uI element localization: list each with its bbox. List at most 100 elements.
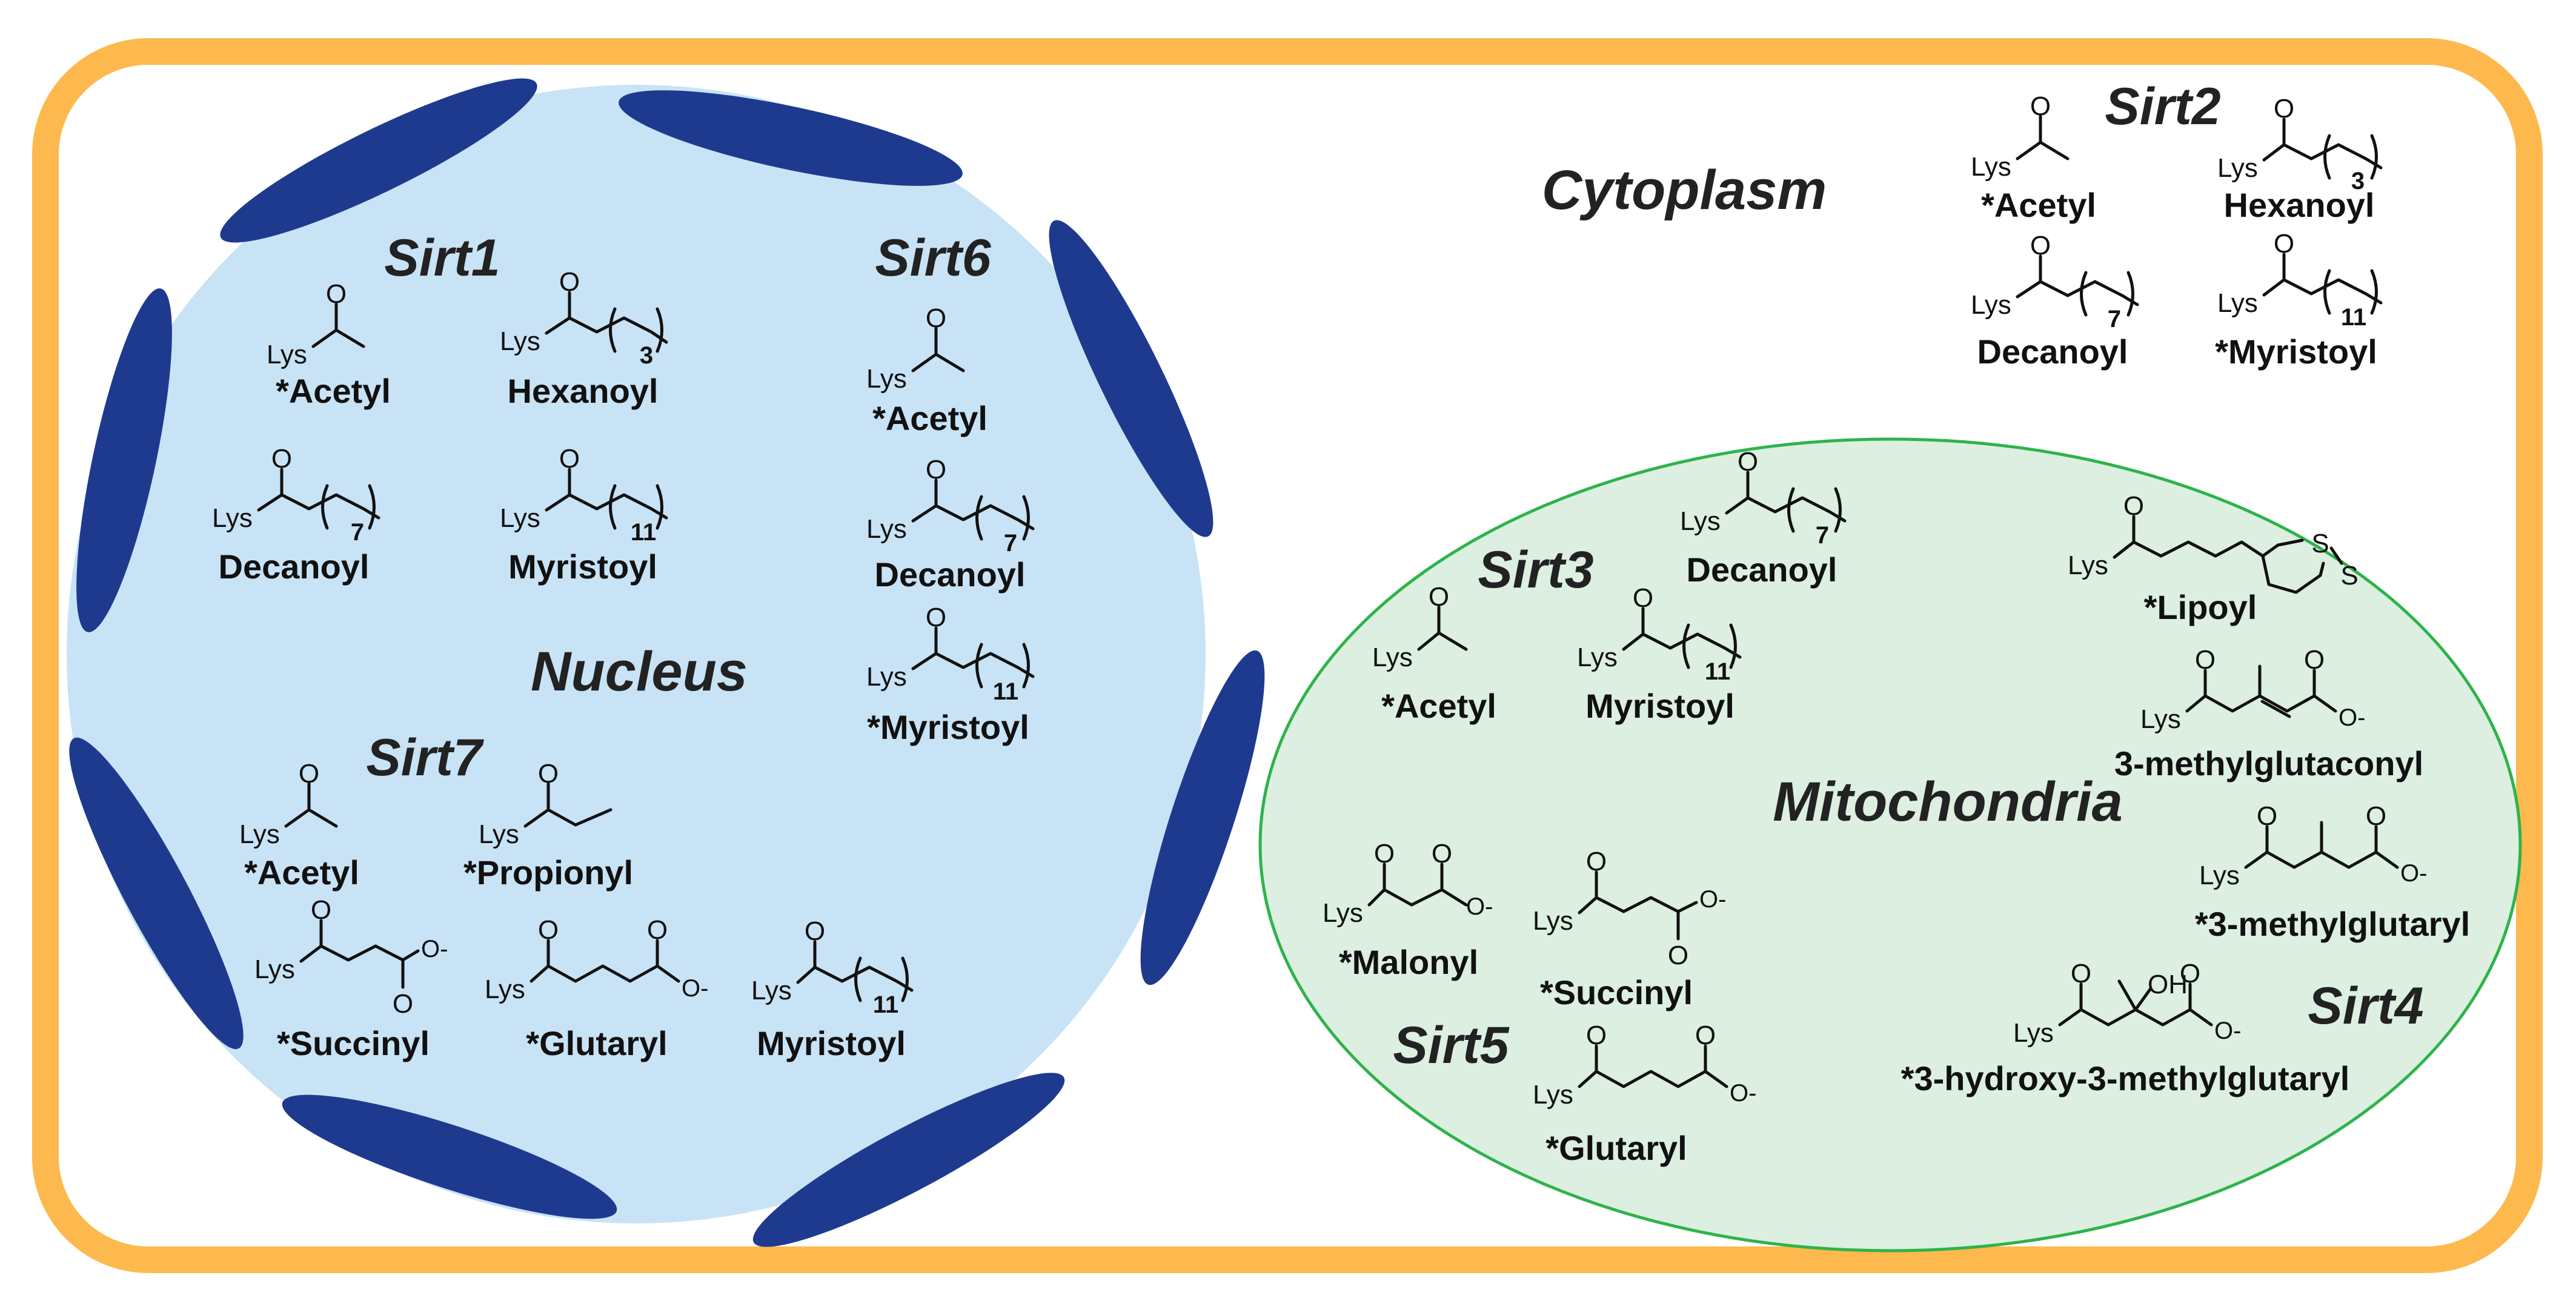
oxygen-label: O <box>2180 959 2200 988</box>
modification-label: *Acetyl <box>276 372 391 410</box>
oxygen-label: O <box>647 915 668 945</box>
oxygen-label: O <box>1432 839 1452 869</box>
lys-label: Lys <box>485 975 525 1004</box>
oxygen-label: O <box>1668 941 1688 970</box>
modification-acetyl: Lys O *Acetyl <box>1971 91 2096 224</box>
repeat-count: 11 <box>873 991 898 1018</box>
oxygen-label: O <box>2071 959 2091 988</box>
oxygen-label: O <box>299 759 319 789</box>
oxygen-label: O <box>926 603 946 632</box>
modification-label: *Malonyl <box>1339 943 1478 981</box>
lys-label: Lys <box>1533 906 1573 936</box>
oxygen-label: O <box>1633 583 1653 613</box>
modification-label: 3-methylglutaconyl <box>2114 744 2423 783</box>
oxygen-label: O <box>1429 582 1449 612</box>
modification-label: *3-hydroxy-3-methylglutaryl <box>1901 1059 2350 1097</box>
lys-label: Lys <box>1680 506 1721 536</box>
modification-myristoyl: Lys O 11 *Myristoyl <box>866 603 1035 746</box>
modification-myristoyl: Lys O 11 Myristoyl <box>751 916 914 1062</box>
modification-label: Myristoyl <box>508 548 657 586</box>
repeat-count: 3 <box>2351 168 2365 194</box>
nucleus-title: Nucleus <box>531 641 748 703</box>
repeat-count: 11 <box>631 519 656 546</box>
modification-glutaryl: Lys O O O- *Glutaryl <box>485 915 708 1062</box>
repeat-count: 11 <box>1705 658 1730 685</box>
modification-hydroxymethylglutaryl: Lys O OH O O- *3-hydroxy-3-methylglutary… <box>1901 959 2350 1097</box>
nucleus-body <box>67 85 1206 1223</box>
nuclear-envelope-segment <box>619 90 963 186</box>
lys-label: Lys <box>1971 290 2011 320</box>
oxygen-label: O <box>538 915 559 945</box>
repeat-count: 7 <box>351 519 364 546</box>
modification-label: *Myristoyl <box>867 708 1029 746</box>
oxygen-label: O <box>805 916 825 946</box>
lys-label: Lys <box>2140 704 2181 734</box>
lys-label: Lys <box>239 819 280 849</box>
modification-myristoyl: Lys O 11 *Myristoyl <box>2215 229 2383 371</box>
modification-label: *Lipoyl <box>2144 588 2257 626</box>
modification-label: *Acetyl <box>1981 186 2096 224</box>
modification-propionyl: Lys O *Propionyl <box>463 759 633 892</box>
repeat-count: 11 <box>993 678 1018 705</box>
modification-label: *Acetyl <box>872 399 988 437</box>
sirt3-title: Sirt3 <box>1478 541 1593 599</box>
cytoplasm-title: Cytoplasm <box>1542 159 1827 221</box>
oxygen-label: O <box>2030 231 2051 260</box>
sulfur-label: S <box>2340 561 2358 591</box>
carboxylate-label: O- <box>1730 1080 1756 1107</box>
modification-label: Decanoyl <box>1977 333 2128 371</box>
oxygen-label: O <box>559 267 580 297</box>
lys-label: Lys <box>479 819 519 849</box>
modification-acetyl: Lys O *Acetyl <box>239 759 359 892</box>
oxygen-label: O <box>1586 847 1607 876</box>
modification-acetyl: Lys O *Acetyl <box>1372 582 1496 725</box>
repeat-count: 11 <box>2341 304 2366 331</box>
sirt4-title: Sirt4 <box>2308 977 2423 1035</box>
modification-label: *Propionyl <box>463 853 633 892</box>
mitochondrion-body <box>1258 437 2522 1253</box>
lys-label: Lys <box>1323 898 1363 928</box>
nuclear-envelope-segment <box>69 737 244 1050</box>
oxygen-label: O <box>1738 447 1758 477</box>
modification-label: *3-methylglutaryl <box>2195 905 2470 943</box>
carboxylate-label: O- <box>1699 886 1726 913</box>
modification-succinyl: Lys O O O- *Succinyl <box>254 895 448 1062</box>
oxygen-label: O <box>1695 1021 1716 1050</box>
modification-label: *Succinyl <box>1540 973 1693 1011</box>
modification-decanoyl: Lys O 7 Decanoyl <box>1680 447 1847 589</box>
modification-methylglutaconyl: Lys O O O- 3-methylglutaconyl <box>2114 645 2423 783</box>
modification-acetyl: Lys O *Acetyl <box>267 279 391 410</box>
repeat-count: 3 <box>640 342 653 369</box>
repeat-count: 7 <box>2108 306 2121 333</box>
oxygen-label: O <box>2366 801 2386 831</box>
lys-label: Lys <box>500 503 540 533</box>
oxygen-label: O <box>1374 839 1395 869</box>
modification-glutaryl: Lys O O O- *Glutaryl <box>1533 1021 1756 1167</box>
sulfur-label: S <box>2311 529 2329 558</box>
carboxylate-label: O- <box>2214 1018 2241 1044</box>
nuclear-envelope-segment <box>76 288 172 632</box>
modification-label: *Glutaryl <box>526 1024 667 1062</box>
lys-label: Lys <box>751 976 792 1005</box>
lys-label: Lys <box>267 340 307 369</box>
lys-label: Lys <box>866 662 907 692</box>
oxygen-label: O <box>2123 491 2144 521</box>
nuclear-envelope-segment <box>1049 220 1213 537</box>
sirt6-title: Sirt6 <box>875 229 991 287</box>
modification-label: Decanoyl <box>875 555 1026 594</box>
modification-label: Hexanoyl <box>508 372 659 410</box>
lys-label: Lys <box>1372 643 1413 672</box>
oxygen-label: O <box>2274 229 2294 259</box>
modification-label: *Succinyl <box>277 1024 430 1062</box>
lys-label: Lys <box>1533 1080 1573 1110</box>
oxygen-label: O <box>538 759 559 789</box>
lys-label: Lys <box>2199 861 2240 890</box>
oxygen-label: O <box>2257 801 2277 831</box>
lys-label: Lys <box>1971 152 2011 182</box>
lys-label: Lys <box>2217 153 2258 183</box>
lys-label: Lys <box>2013 1018 2054 1048</box>
oxygen-label: O <box>926 455 946 485</box>
modification-lipoyl: Lys O S S *Lipoyl <box>2068 491 2359 626</box>
modification-label: Decanoyl <box>219 548 370 586</box>
